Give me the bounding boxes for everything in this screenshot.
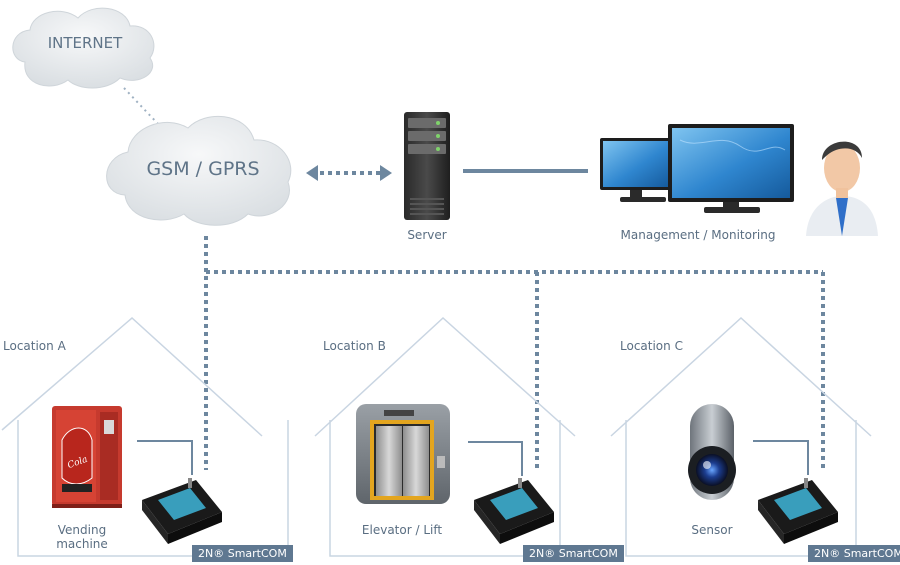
house-c <box>610 316 872 557</box>
elevator-label: Elevator / Lift <box>361 523 443 537</box>
house-a <box>1 316 289 557</box>
smartcom-device-c <box>758 478 838 544</box>
location-a-label: Location A <box>3 339 66 353</box>
internet-gsm-link <box>123 87 161 127</box>
smartcom-badge-c: 2N® SmartCOM <box>808 545 900 562</box>
operator-avatar <box>806 141 878 236</box>
device-connectors <box>137 440 809 476</box>
smartcom-device-a <box>142 478 222 544</box>
gsm-server-link <box>306 165 392 181</box>
monitor-large-icon <box>668 124 794 213</box>
gsm-cloud <box>106 115 292 226</box>
server-label: Server <box>407 228 447 242</box>
sensor-label: Sensor <box>691 523 733 537</box>
location-bus <box>204 236 825 470</box>
internet-cloud <box>12 7 155 89</box>
internet-label: INTERNET <box>47 34 123 52</box>
smartcom-badge-a: 2N® SmartCOM <box>192 545 293 562</box>
smartcom-badge-b: 2N® SmartCOM <box>523 545 624 562</box>
house-b <box>314 316 576 557</box>
location-c-label: Location C <box>620 339 683 353</box>
vending-label-line2: machine <box>56 537 108 551</box>
smartcom-device-b <box>474 478 554 544</box>
gsm-gprs-label: GSM / GPRS <box>146 158 260 180</box>
sensor-icon <box>688 404 736 500</box>
location-b-label: Location B <box>323 339 386 353</box>
server-icon <box>404 112 450 220</box>
elevator-icon <box>356 404 450 504</box>
vending-label-line1: Vending <box>57 523 107 537</box>
management-label: Management / Monitoring <box>620 228 776 242</box>
vending-machine-icon <box>52 406 122 508</box>
monitor-small-icon <box>600 138 672 202</box>
